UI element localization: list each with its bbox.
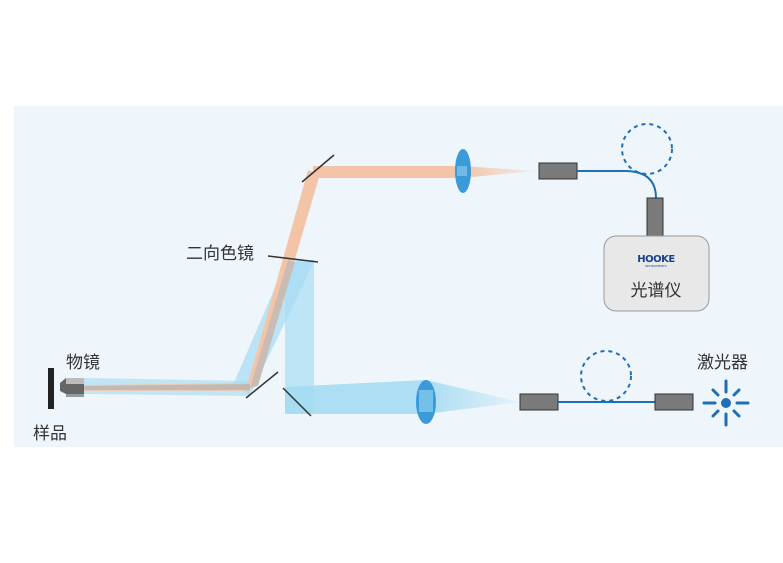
laser-collimator bbox=[519, 393, 559, 411]
dichroic-mirror-label: 二向色镜 bbox=[186, 244, 254, 264]
collection-fiber bbox=[577, 170, 657, 199]
fiber-loop-upper bbox=[621, 123, 673, 175]
fiber-loop-lower bbox=[580, 350, 632, 402]
spectrometer-label: 光谱仪 bbox=[631, 281, 682, 301]
lens-upper-highlight bbox=[457, 166, 467, 176]
dichroic-mirror-upper bbox=[267, 255, 319, 263]
mirror-bottom-right bbox=[282, 387, 312, 417]
objective-lens bbox=[60, 378, 84, 397]
objective-label: 物镜 bbox=[66, 353, 100, 373]
top-mirror bbox=[301, 154, 335, 183]
overlap-beam bbox=[84, 260, 295, 390]
laser-icon bbox=[702, 379, 750, 427]
sample-label: 样品 bbox=[33, 424, 67, 444]
spectrometer-logo: HOOKE bbox=[637, 254, 675, 265]
dichroic-mirror-lower bbox=[245, 371, 279, 399]
spectrometer-logo-tagline: INSTRUMENTS bbox=[645, 264, 667, 268]
spectrometer-fiber-connector bbox=[646, 197, 664, 239]
laser-fiber-coupler bbox=[654, 393, 694, 411]
collection-fiber-coupler bbox=[538, 162, 578, 180]
sample-slide bbox=[48, 368, 54, 409]
lens-lower-highlight bbox=[419, 390, 433, 412]
laser-label: 激光器 bbox=[697, 353, 748, 373]
spectrometer-box bbox=[603, 235, 710, 312]
